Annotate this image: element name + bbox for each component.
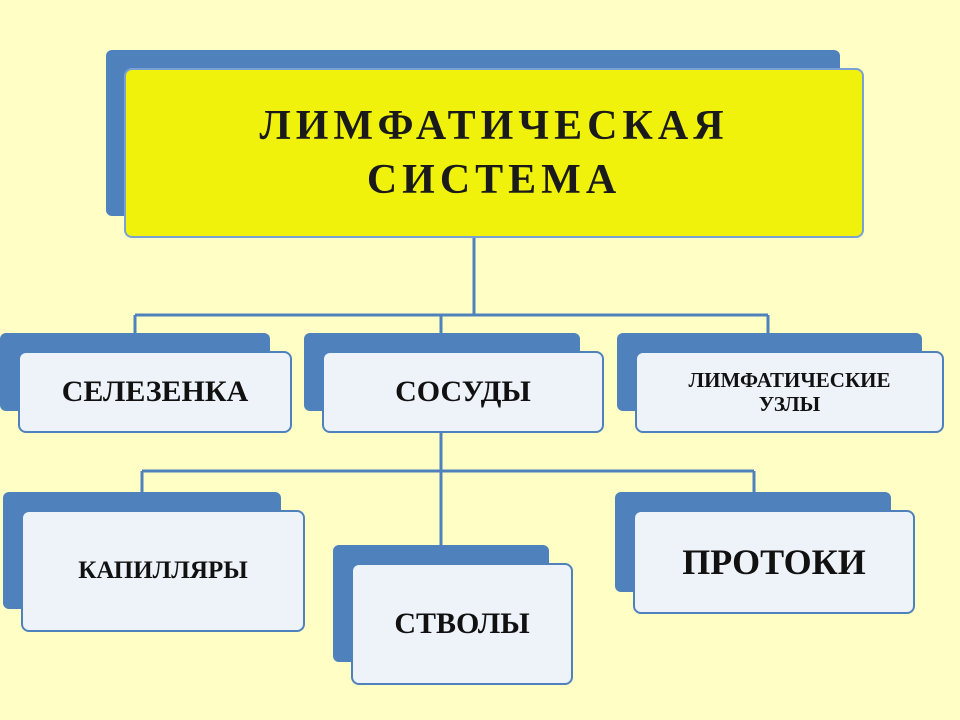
- node-lymph-nodes-label: ЛИМФАТИЧЕСКИЕ УЗЛЫ: [688, 368, 891, 416]
- node-vessels-box: СОСУДЫ: [322, 351, 604, 433]
- node-lymph-nodes-box: ЛИМФАТИЧЕСКИЕ УЗЛЫ: [635, 351, 944, 433]
- node-ducts-box: ПРОТОКИ: [633, 510, 915, 614]
- node-root-box: ЛИМФАТИЧЕСКАЯ СИСТЕМА: [124, 68, 864, 238]
- node-trunks-label: СТВОЛЫ: [394, 607, 530, 640]
- node-capillaries-label: КАПИЛЛЯРЫ: [78, 557, 248, 584]
- node-root-label: ЛИМФАТИЧЕСКАЯ СИСТЕМА: [259, 103, 729, 203]
- node-ducts-label: ПРОТОКИ: [682, 542, 866, 582]
- node-spleen-label: СЕЛЕЗЕНКА: [61, 375, 249, 408]
- node-capillaries-box: КАПИЛЛЯРЫ: [21, 510, 305, 632]
- node-trunks-box: СТВОЛЫ: [351, 563, 573, 685]
- node-vessels-label: СОСУДЫ: [395, 375, 531, 408]
- node-spleen-box: СЕЛЕЗЕНКА: [18, 351, 292, 433]
